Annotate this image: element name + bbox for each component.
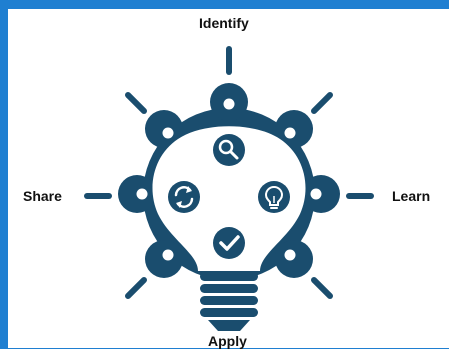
- label-learn: Learn: [392, 188, 431, 204]
- label-apply: Apply: [208, 333, 247, 349]
- ray-top-left: [125, 92, 147, 114]
- label-identify: Identify: [199, 15, 249, 31]
- diagram-frame: Identify Share Learn Apply: [8, 9, 449, 349]
- bulb-base: [200, 272, 258, 331]
- bulb-interior: [152, 126, 306, 271]
- lightbulb-diagram: [84, 46, 374, 331]
- lightbulb-icon: [258, 181, 290, 213]
- label-share: Share: [23, 188, 62, 204]
- ray-top-right: [311, 92, 333, 114]
- ray-bottom-left: [125, 277, 147, 299]
- ray-bottom-right: [311, 277, 333, 299]
- gear-holes: [136, 98, 322, 261]
- rays: [84, 46, 374, 299]
- magnifier-icon: [213, 134, 245, 166]
- refresh-icon: [168, 181, 200, 213]
- checkmark-icon: [213, 227, 245, 259]
